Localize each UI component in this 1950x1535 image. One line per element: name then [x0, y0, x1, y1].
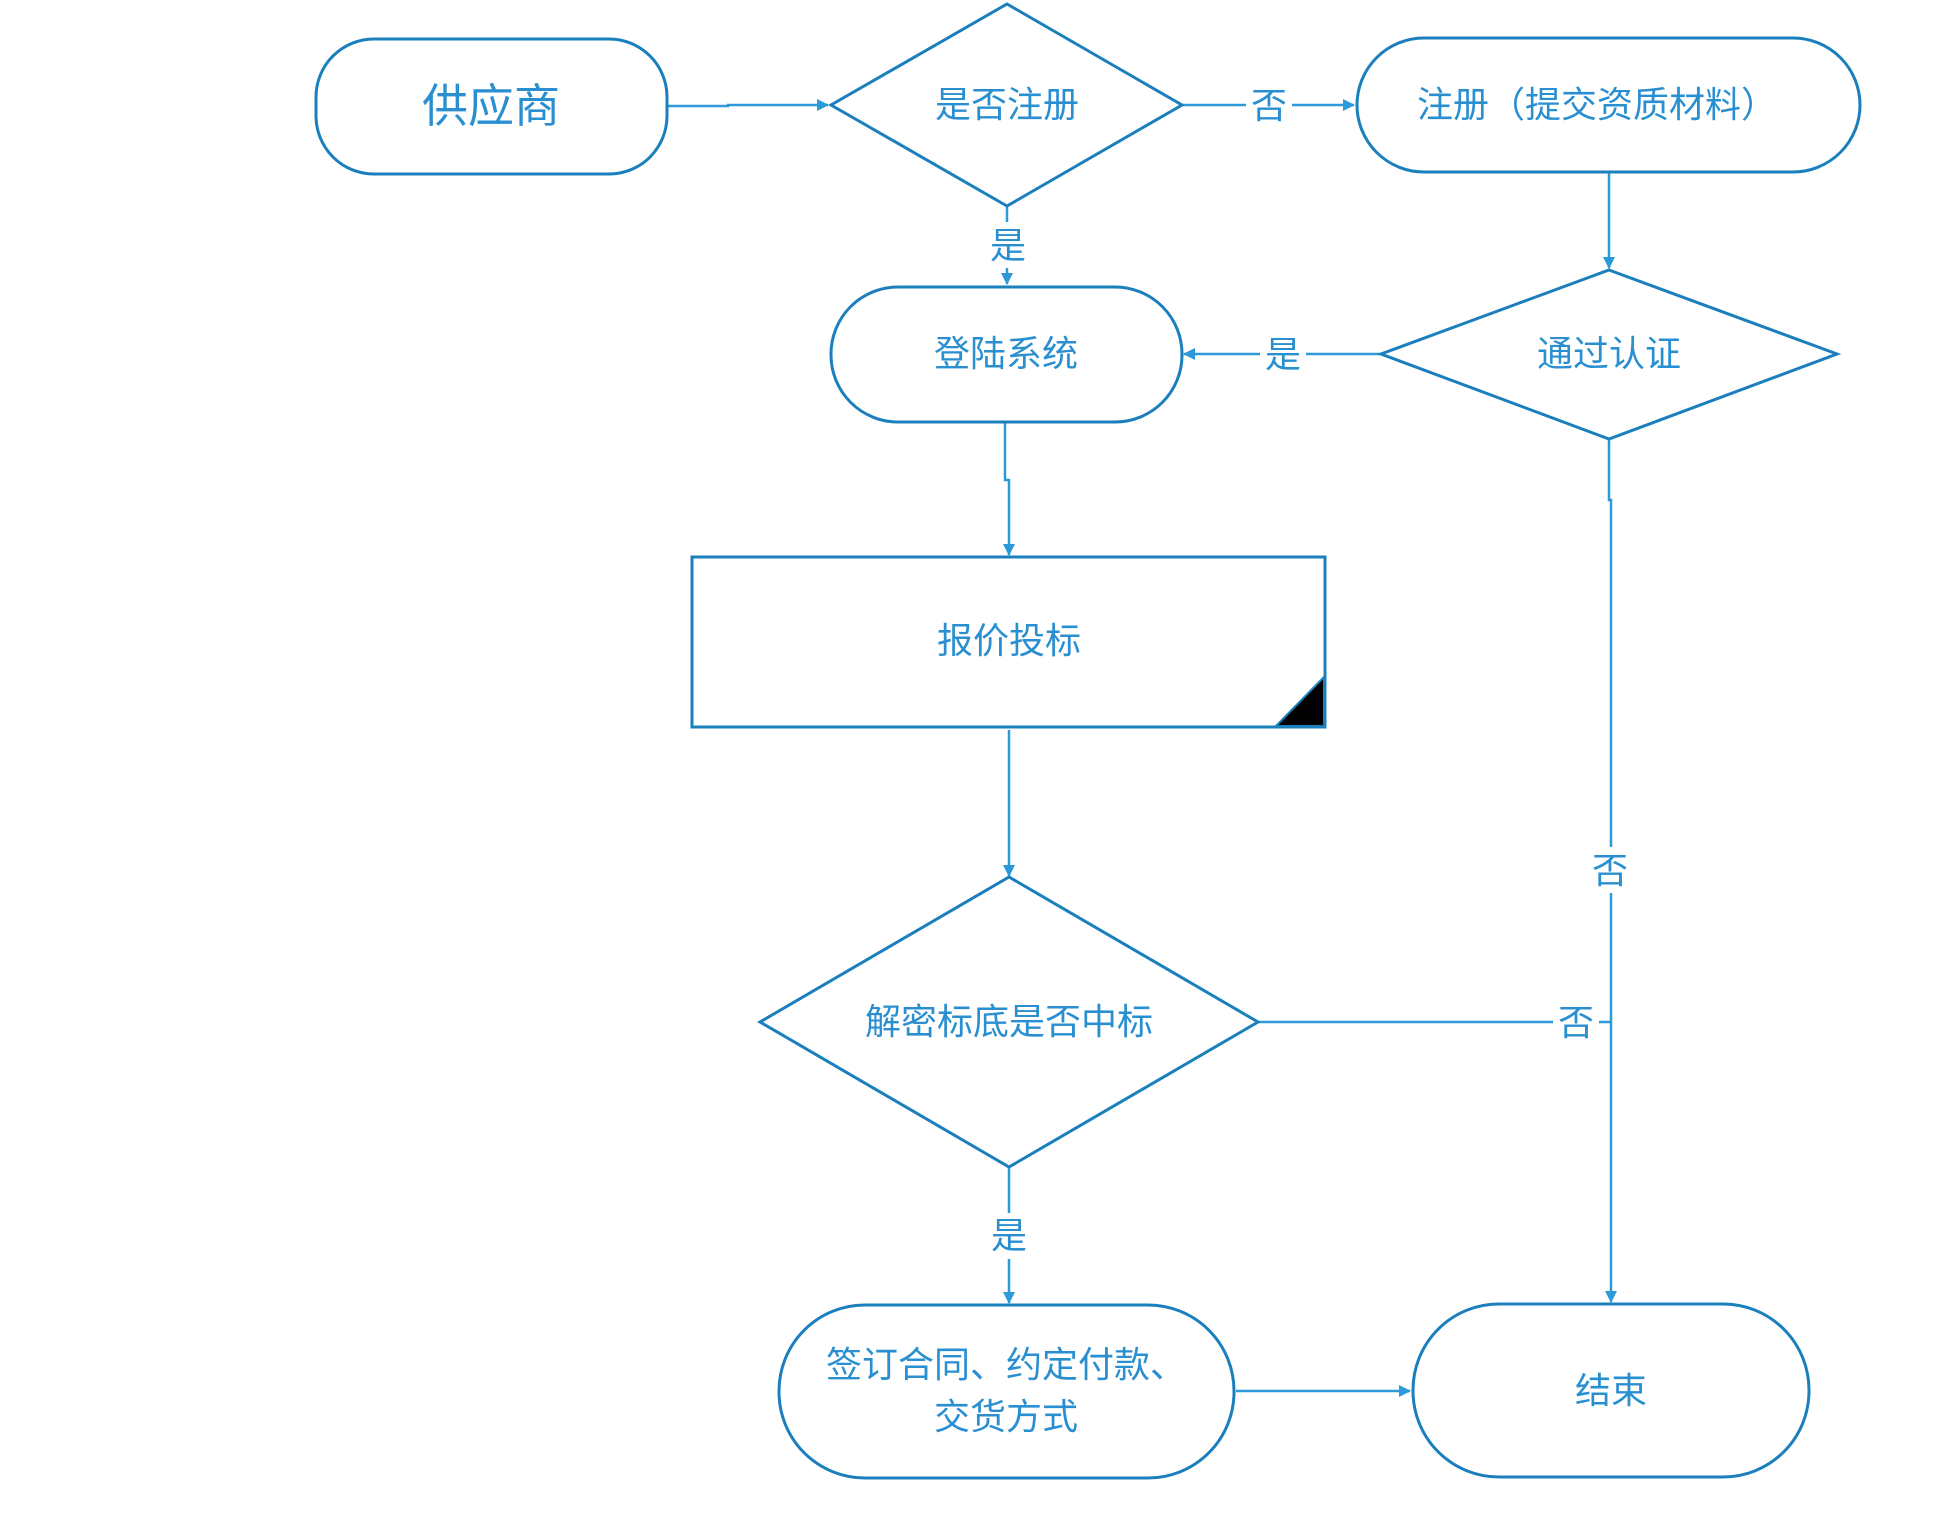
node-decrypt-bid[interactable]: 解密标底是否中标	[757, 875, 1261, 1169]
nodes: 供应商 是否注册 注册（提交资质材料） 登陆系统 通过认证 报价投标	[314, 2, 1862, 1480]
edge-login-to-quote-bid	[1003, 423, 1015, 556]
node-login[interactable]: 登陆系统	[829, 285, 1184, 424]
node-sign-contract-label-line2: 交货方式	[934, 1397, 1078, 1438]
node-end-label: 结束	[1575, 1371, 1647, 1412]
edge-label-certified-yes: 是	[1265, 335, 1301, 376]
node-register[interactable]: 注册（提交资质材料）	[1355, 36, 1862, 174]
node-is-registered[interactable]: 是否注册	[827, 2, 1186, 208]
edge-label-certified-no: 否	[1592, 851, 1628, 892]
node-sign-contract[interactable]: 签订合同、约定付款、 交货方式	[777, 1303, 1236, 1480]
edge-supplier-to-is-registered	[668, 99, 829, 111]
node-supplier-label: 供应商	[422, 79, 560, 133]
corner-marker	[1273, 674, 1325, 727]
node-supplier[interactable]: 供应商	[314, 37, 669, 176]
node-pass-certification-label: 通过认证	[1537, 334, 1681, 375]
node-is-registered-label: 是否注册	[935, 85, 1079, 126]
node-pass-certification[interactable]: 通过认证	[1376, 268, 1842, 441]
node-quote-bid[interactable]: 报价投标	[690, 555, 1327, 729]
edge-label-win-no: 否	[1558, 1003, 1594, 1044]
node-register-label: 注册（提交资质材料）	[1417, 85, 1777, 126]
edge-label-win-yes: 是	[991, 1216, 1027, 1257]
edge-label-registered-no: 否	[1251, 86, 1287, 127]
edge-label-registered-yes: 是	[990, 226, 1026, 267]
node-end[interactable]: 结束	[1411, 1302, 1811, 1479]
node-quote-bid-label: 报价投标	[937, 621, 1081, 662]
node-decrypt-bid-label: 解密标底是否中标	[865, 1002, 1153, 1043]
edges: 否 是 是 否 否 是	[668, 82, 1633, 1397]
node-login-label: 登陆系统	[934, 334, 1078, 375]
node-sign-contract-label-line1: 签订合同、约定付款、	[826, 1345, 1186, 1386]
edge-pass-certification-to-end	[1605, 440, 1617, 1303]
